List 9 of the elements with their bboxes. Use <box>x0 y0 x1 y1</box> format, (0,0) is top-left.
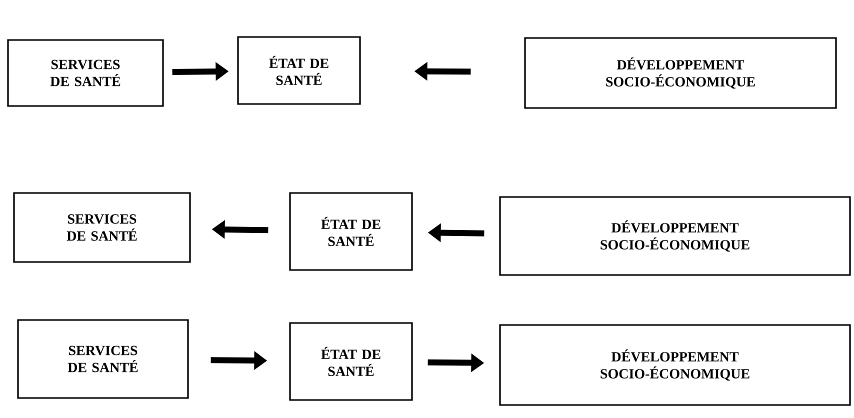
text-box: ÉTAT DE SANTÉ <box>289 192 413 271</box>
text-box: SERVICES DE SANTÉ <box>17 319 189 399</box>
text-box: SERVICES DE SANTÉ <box>13 192 191 263</box>
text-box: ÉTAT DE SANTÉ <box>289 322 413 401</box>
text-box: DÉVELOPPEMENT SOCIO-ÉCONOMIQUE <box>499 324 851 406</box>
text-box: DÉVELOPPEMENT SOCIO-ÉCONOMIQUE <box>524 37 837 109</box>
text-box: DÉVELOPPEMENT SOCIO-ÉCONOMIQUE <box>499 196 851 276</box>
text-box: ÉTAT DE SANTÉ <box>237 36 361 105</box>
text-box: SERVICES DE SANTÉ <box>7 39 164 107</box>
